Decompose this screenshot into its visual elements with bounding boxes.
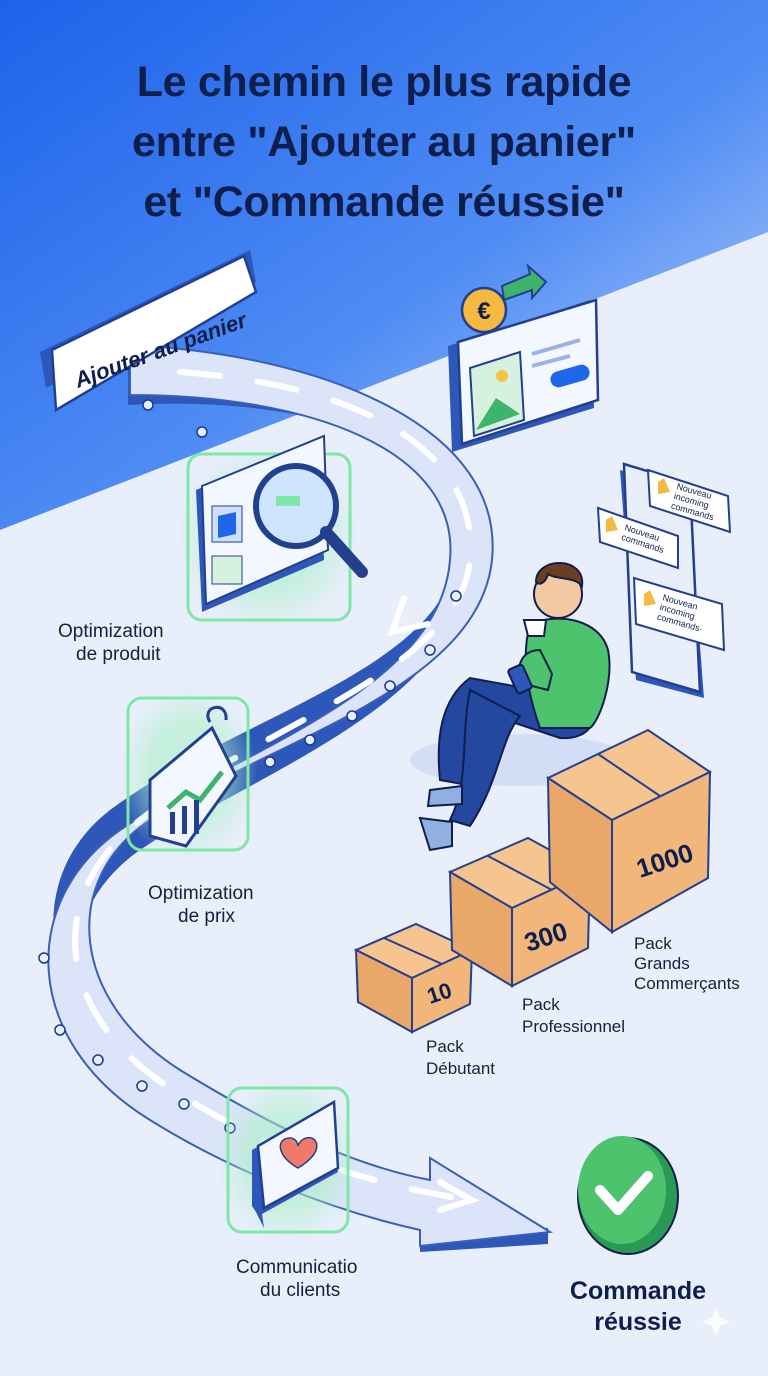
success-check-icon: [577, 1136, 679, 1255]
step-label-product: Optimization de produit: [58, 620, 164, 666]
step-communication-line1: Communicatio: [236, 1257, 358, 1278]
order-success-label: Commande réussie: [548, 1276, 728, 1338]
order-success-line1: Commande: [569, 1277, 707, 1305]
order-success-line2: réussie: [594, 1308, 682, 1336]
page-title: Le chemin le plus rapide entre "Ajouter …: [0, 52, 768, 232]
title-line-1: Le chemin le plus rapide: [136, 58, 632, 106]
belt-rivets: [38, 399, 462, 1182]
euro-symbol: €: [477, 298, 490, 325]
conveyor-belt-top: [47, 343, 554, 1248]
step-label-communication: Communicatio du clients: [236, 1256, 357, 1302]
pack-label-professionnel: Pack Professionnel: [522, 994, 625, 1038]
pack-professionnel-line2: Professionnel: [522, 1017, 626, 1036]
pack-grands-line2: Grands: [634, 954, 690, 973]
price-tag-chart-icon: [118, 686, 258, 862]
title-line-2: entre "Ajouter au panier": [132, 118, 636, 166]
step-label-price: Optimization de prix: [148, 882, 254, 928]
belt-direction-arrow: [387, 595, 431, 637]
step-price-line1: Optimization: [148, 883, 254, 904]
notification-bubble-2: Nouveau commands: [596, 506, 679, 570]
payment-product-card: €: [448, 263, 600, 452]
step-price-line2: de prix: [178, 906, 236, 927]
pack-professionnel-line1: Pack: [522, 995, 560, 1014]
sparkle-icon: [702, 1308, 730, 1336]
title-line-3: et "Commande réussie": [143, 178, 625, 226]
step-product-line2: de produit: [76, 644, 161, 665]
pack-grands-line1: Pack: [634, 934, 672, 953]
phone-notifications: Nouveau incoming commands Nouveau comman…: [596, 462, 732, 698]
belt-end-arrow: [437, 1179, 480, 1213]
pack-debutant-line2: Débutant: [426, 1059, 495, 1078]
pack-label-debutant: Pack Débutant: [426, 1036, 495, 1080]
step-communication-line2: du clients: [260, 1280, 341, 1301]
heart-chat-icon: [216, 1076, 358, 1244]
pack-grands-line3: Commerçants: [634, 974, 740, 993]
magnifier-product-icon: [176, 434, 368, 630]
pack-debutant-line1: Pack: [426, 1037, 464, 1056]
pack-box-1000: 1000: [545, 728, 712, 935]
pack-box-10: 10: [353, 922, 475, 1034]
step-product-line1: Optimization: [58, 621, 164, 642]
pack-label-grands-commercants: Pack Grands Commerçants: [634, 934, 740, 994]
notification-bubble-3: Nouvean incoming commands·: [632, 576, 726, 652]
